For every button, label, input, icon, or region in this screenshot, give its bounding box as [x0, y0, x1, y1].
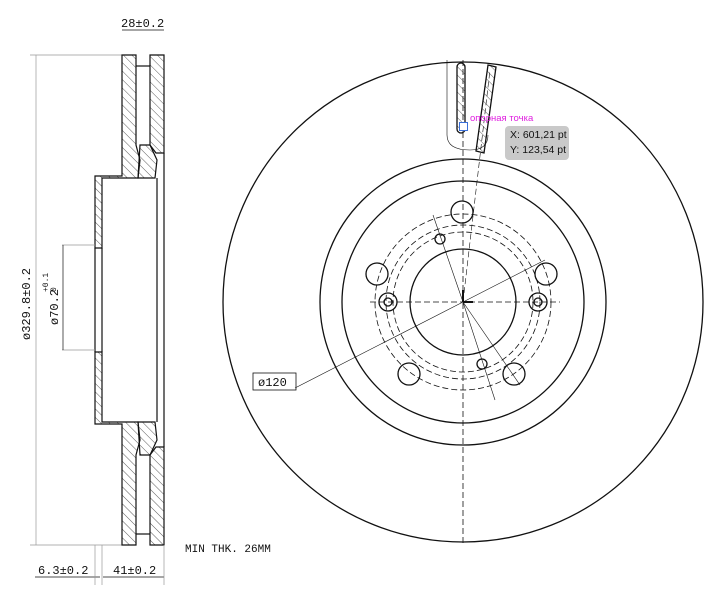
front-view — [222, 60, 704, 545]
y-readout: Y: 123,54 pt — [510, 144, 567, 156]
dim-bore-tol-lower: 0 — [50, 287, 59, 292]
anchor-point-label: опорная точка — [470, 113, 534, 124]
x-readout: X: 601,21 pt — [510, 129, 567, 141]
dim-width: 28±0.2 — [121, 17, 164, 31]
section-view — [30, 29, 165, 585]
anchor-point-marker[interactable] — [459, 122, 468, 131]
dim-outer-diameter: ø329.8±0.2 — [20, 268, 34, 340]
dim-hat-height: 41±0.2 — [113, 564, 156, 578]
dim-center-bore: ø70.2 — [48, 289, 62, 325]
dim-offset: 6.3±0.2 — [38, 564, 88, 578]
coordinate-tooltip: X: 601,21 pt Y: 123,54 pt — [505, 126, 569, 160]
dim-bolt-circle: ø120 — [258, 376, 287, 390]
min-thickness-note: MIN THK. 26MM — [185, 544, 271, 556]
dim-bore-tol-upper: +0.1 — [42, 273, 51, 292]
